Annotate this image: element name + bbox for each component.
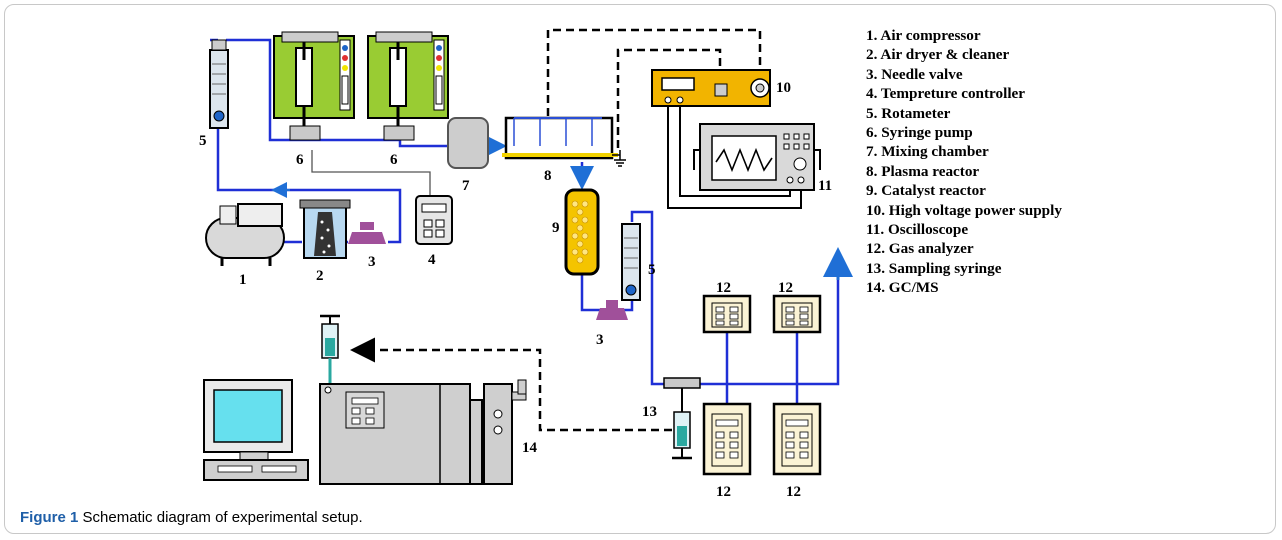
legend-item: 13. Sampling syringe [866,259,1002,277]
label-1: 1 [239,272,247,288]
temperature-controller [415,195,453,245]
label-12-top-right: 12 [778,280,793,296]
rotameter-2 [621,223,641,301]
needle-valve-1 [348,222,386,244]
sampling-dashed-line [350,337,672,432]
legend-item: 5. Rotameter [866,104,951,122]
label-11: 11 [818,178,832,194]
legend-item: 3. Needle valve [866,65,963,83]
mixing-chamber [447,117,489,169]
air-dryer-cleaner [299,199,351,259]
high-voltage-power-supply [651,69,771,107]
gas-analyzer-top-left [702,294,752,334]
label-5-right: 5 [648,262,656,278]
label-3-left: 3 [368,254,376,270]
label-2: 2 [316,268,324,284]
label-14: 14 [522,440,538,456]
label-6-right: 6 [390,152,398,168]
signal-lines [546,28,762,148]
rotameter-1 [209,39,229,129]
legend-item: 4. Tempreture controller [866,85,1026,103]
label-5-left: 5 [199,133,207,149]
figure-caption-text: Schematic diagram of experimental setup. [78,509,363,526]
label-8: 8 [544,168,552,184]
figure-caption: Figure 1 Schematic diagram of experiment… [20,509,363,526]
label-13: 13 [642,404,657,420]
label-10: 10 [776,80,791,96]
legend-item: 8. Plasma reactor [866,162,980,180]
sampling-syringe [663,377,701,460]
needle-valve-2 [596,300,628,320]
figure-caption-label: Figure 1 [20,509,79,526]
legend-item: 2. Air dryer & cleaner [866,46,1010,64]
gas-analyzer-top-right [772,294,822,334]
thin-wires [311,150,431,196]
label-12-top-left: 12 [716,280,731,296]
label-12-bottom-right: 12 [786,484,801,500]
legend-item: 6. Syringe pump [866,124,973,142]
legend-item: 1. Air compressor [866,27,981,44]
gc-ms [319,379,527,485]
legend-item: 7. Mixing chamber [866,143,989,161]
gas-analyzer-bottom-right [772,402,822,476]
label-7: 7 [462,178,470,194]
syringe-pump-2 [367,31,449,141]
gc-ms-syringe [320,314,340,384]
label-3-right: 3 [596,332,604,348]
legend-item: 14. GC/MS [866,279,939,297]
ground-symbol-icon [614,150,626,167]
component-legend: 1. Air compressor 2. Air dryer & cleaner… [866,26,1062,298]
label-6-left: 6 [296,152,304,168]
plasma-reactor [502,116,620,160]
air-compressor [205,203,285,266]
label-4: 4 [428,252,436,268]
computer [203,379,309,481]
legend-item: 10. High voltage power supply [866,201,1062,219]
legend-item: 11. Oscilloscope [866,221,969,239]
legend-item: 12. Gas analyzer [866,240,974,258]
oscilloscope [693,123,821,191]
syringe-pump-1 [273,31,355,141]
label-12-bottom-left: 12 [716,484,731,500]
gas-analyzer-bottom-left [702,402,752,476]
legend-item: 9. Catalyst reactor [866,182,986,200]
catalyst-reactor [564,188,600,276]
label-9: 9 [552,220,560,236]
